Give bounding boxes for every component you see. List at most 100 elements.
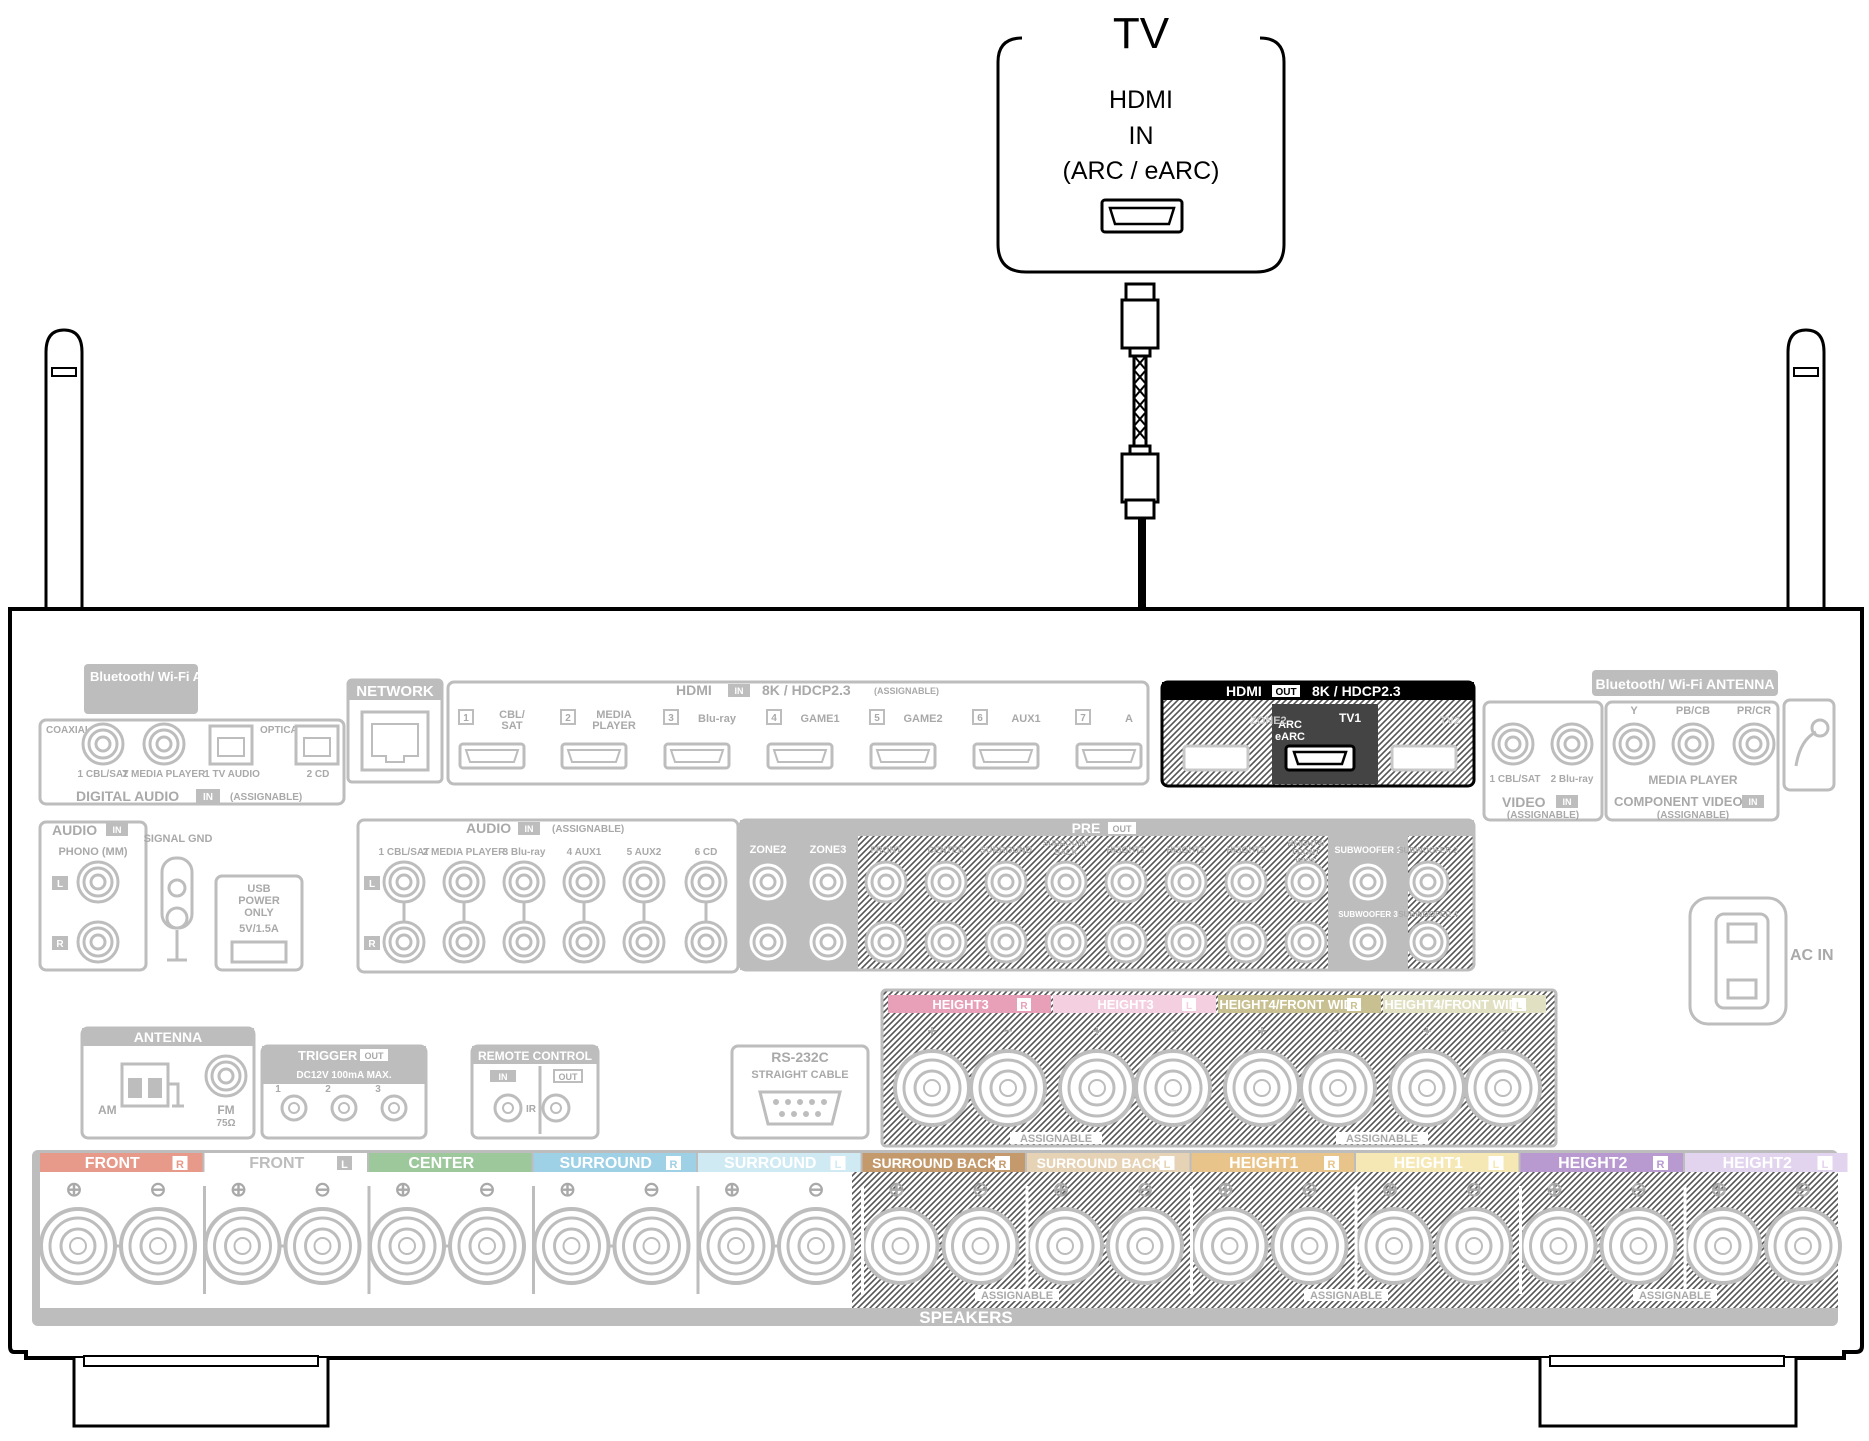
component-video-panel: Y PB/CB PR/CR MEDIA PLAYER COMPONENT VID… [1604, 700, 1780, 822]
svg-text:TV1: TV1 [1339, 711, 1361, 725]
svg-text:R: R [999, 1159, 1007, 1171]
svg-text:DIGITAL AUDIO: DIGITAL AUDIO [76, 788, 179, 804]
antenna-right [1786, 328, 1826, 666]
svg-text:PB/CB: PB/CB [1676, 705, 1710, 717]
pre-out-label: SURROUND [1043, 839, 1089, 848]
pre-out-jack [924, 860, 968, 904]
svg-text:VIDEO: VIDEO [1502, 794, 1546, 810]
audio-in-jack-r [622, 920, 666, 964]
digital-audio-panel: COAXIAL OPTICAL 1 CBL/SAT 2 MEDIA PLAYER… [38, 718, 346, 806]
speaker-terminal [1355, 1207, 1433, 1285]
svg-text:(ASSIGNABLE): (ASSIGNABLE) [1507, 810, 1579, 821]
svg-text:75Ω: 75Ω [216, 1118, 235, 1129]
speaker-terminal [1223, 1049, 1301, 1127]
hdmi-in-num: 7 [1080, 713, 1086, 724]
pre-out-jack [1104, 860, 1148, 904]
optical-jack-1 [208, 724, 254, 766]
svg-text:ZONE2: ZONE2 [750, 844, 787, 856]
svg-text:L: L [341, 1159, 348, 1171]
svg-text:AUDIO: AUDIO [466, 820, 511, 836]
svg-text:IN: IN [1563, 797, 1572, 807]
svg-text:AUDIO: AUDIO [52, 822, 97, 838]
speaker-terminal [1519, 1207, 1598, 1285]
hdmi-in-port [1075, 742, 1143, 770]
pre-out-jack [864, 860, 908, 904]
tv-title: TV [1113, 9, 1170, 58]
svg-text:L: L [57, 879, 63, 890]
speaker-terminal [1684, 1207, 1762, 1285]
speaker-terminal [119, 1207, 197, 1285]
pre-out-label: CENTER [927, 845, 965, 855]
speaker-terminal [203, 1207, 282, 1285]
svg-text:⊖: ⊖ [1630, 1179, 1647, 1201]
speaker-terminal [283, 1207, 362, 1285]
svg-text:⊕: ⊕ [1546, 1179, 1563, 1201]
hdmi-in-num: 2 [565, 713, 571, 724]
pre-out-label: HEIGHT4/ [1288, 839, 1326, 848]
svg-text:STRAIGHT CABLE: STRAIGHT CABLE [751, 1069, 848, 1081]
svg-text:TRIGGER: TRIGGER [298, 1048, 358, 1063]
upper-speaker-label: HEIGHT4/FRONT WIDE [1384, 997, 1527, 1012]
audio-in-jack-r [502, 920, 546, 964]
svg-text:IN: IN [735, 686, 744, 696]
zone-jack [806, 920, 850, 964]
coaxial-jack-1 [81, 722, 125, 766]
optical-jack-2 [294, 724, 340, 766]
hdmi-in-port [458, 742, 526, 770]
svg-text:ANTENNA: ANTENNA [134, 1029, 202, 1045]
hdmi-in-num: 3 [668, 713, 674, 724]
network-port: NETWORK [346, 678, 444, 784]
svg-text:REMOTE CONTROL: REMOTE CONTROL [478, 1049, 592, 1063]
svg-text:IR: IR [526, 1104, 537, 1115]
speaker-terminal [1599, 1207, 1678, 1285]
svg-text:R: R [1350, 1001, 1358, 1012]
rs232c-port: RS-232C STRAIGHT CABLE [730, 1044, 870, 1140]
svg-text:⊖: ⊖ [1795, 1179, 1812, 1201]
speaker-terminal [1106, 1207, 1184, 1285]
video-in-panel: 1 CBL/SAT 2 Blu-ray VIDEO IN (ASSIGNABLE… [1482, 700, 1604, 822]
bt-label-right: Bluetooth/ Wi-Fi ANTENNA [1592, 670, 1778, 696]
pre-out-jack [1044, 920, 1088, 964]
hdmi-out-panel: HDMI OUT 8K / HDCP2.3 ARC eARC TV1 ZONE2… [1160, 680, 1476, 788]
speaker-terminal [1764, 1207, 1842, 1285]
signal-gnd: SIGNAL GND [144, 833, 212, 962]
pre-out-label: HEIGHT2 [1166, 845, 1205, 855]
hdmi-in-label: Blu-ray [698, 713, 737, 725]
hdmi-in-port [663, 742, 731, 770]
pre-out-jack [984, 920, 1028, 964]
svg-text:USB: USB [247, 883, 270, 895]
svg-text:⊖: ⊖ [150, 1179, 167, 1201]
audio-in-jack-r [382, 920, 426, 964]
svg-text:SUBWOOFER 2: SUBWOOFER 2 [1398, 846, 1458, 855]
hdmi-in-label: MEDIA [596, 709, 632, 721]
sub-jack [1406, 920, 1450, 964]
speaker-terminal [1464, 1049, 1542, 1127]
pre-out-label: FRONT [871, 845, 902, 855]
speaker-label: HEIGHT1 [1229, 1155, 1298, 1172]
pre-out-jack [864, 920, 908, 964]
svg-text:IN: IN [525, 824, 534, 834]
audio-in-jack-r [562, 920, 606, 964]
svg-text:⊖: ⊖ [1301, 1179, 1318, 1201]
svg-text:Bluetooth/ Wi-Fi ANTENNA: Bluetooth/ Wi-Fi ANTENNA [90, 669, 257, 684]
svg-text:TV2: TV2 [1440, 715, 1460, 727]
sub-jack [1346, 860, 1390, 904]
svg-text:⊖: ⊖ [1137, 1179, 1154, 1201]
svg-text:8K / HDCP2.3: 8K / HDCP2.3 [762, 682, 851, 698]
svg-text:ZONE2: ZONE2 [1250, 715, 1287, 727]
audio-in-label: 5 AUX2 [627, 847, 662, 858]
pre-out-jack [924, 920, 968, 964]
hdmi-in-port [560, 742, 628, 770]
hdmi-in-label: AUX1 [1011, 713, 1040, 725]
svg-text:⊖: ⊖ [643, 1179, 660, 1201]
audio-in-jack-l [684, 860, 728, 904]
svg-text:L: L [835, 1159, 842, 1171]
audio-in-jack-r [684, 920, 728, 964]
audio-in-jack-l [382, 860, 426, 904]
svg-text:NETWORK: NETWORK [356, 683, 434, 700]
svg-text:+: + [1422, 1023, 1431, 1040]
pre-out-jack [1224, 920, 1268, 964]
svg-text:OUT: OUT [559, 1072, 579, 1082]
